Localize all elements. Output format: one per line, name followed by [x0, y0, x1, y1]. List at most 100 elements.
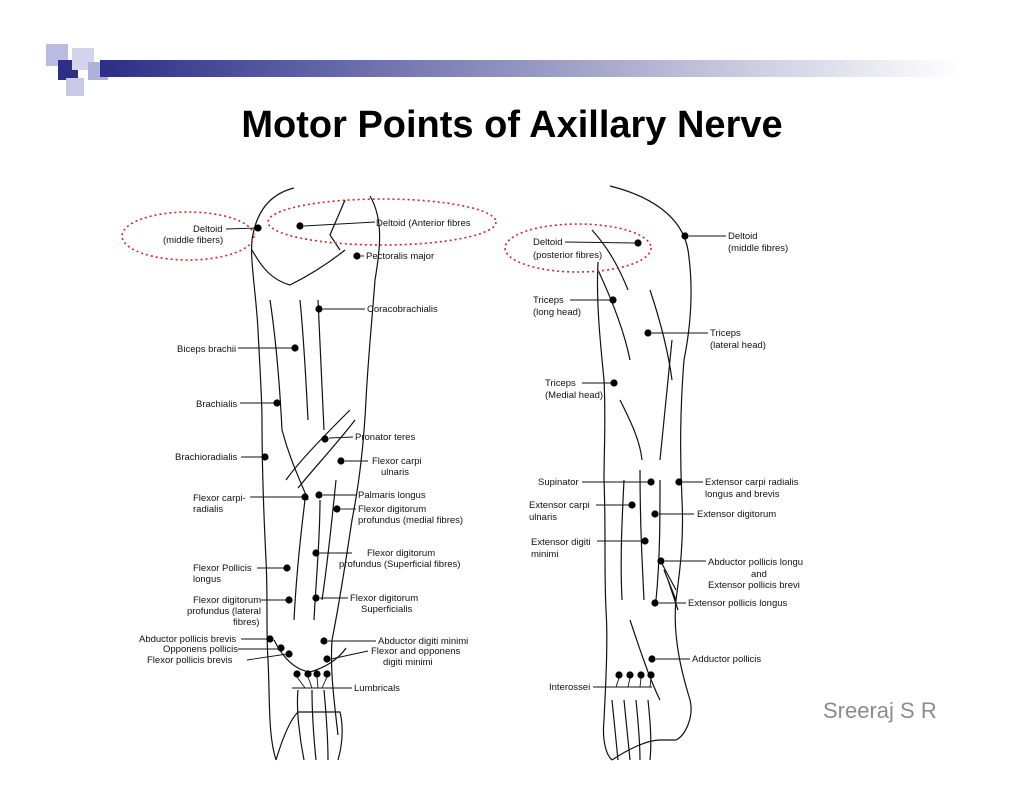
label-deltoid-middle-2: (middle fibers): [163, 235, 223, 246]
label-fodm-1: Flexor and opponens: [371, 646, 461, 657]
motor-point: [293, 670, 301, 678]
label-fds-1: Flexor digitorum: [350, 593, 418, 604]
front-pronator: Pronator teres: [321, 432, 415, 443]
label-ecu-2: ulnaris: [529, 512, 557, 523]
label-fpb: Flexor pollicis brevis: [147, 655, 233, 666]
front-fdp-lateral: Flexor digitorum profundus (lateral fibr…: [187, 595, 293, 628]
label-apl-1: Abductor pollicis longu: [708, 557, 803, 568]
label-apl-3: Extensor pollicis brevi: [708, 580, 800, 591]
label-fcr-2: radialis: [193, 504, 223, 515]
motor-point: [304, 670, 312, 678]
back-arm-outline: [591, 185, 692, 761]
motor-point: [353, 252, 361, 260]
label-fdp-lateral-3: fibres): [233, 617, 259, 628]
front-pectoralis: Pectoralis major: [353, 251, 434, 262]
motor-point: [657, 557, 665, 565]
motor-point: [315, 491, 323, 499]
label-triceps-medial-1: Triceps: [545, 378, 576, 389]
front-hypothenar: Abductor digiti minimi Flexor and oppone…: [320, 636, 468, 668]
label-op: Opponens pollicis: [163, 644, 238, 655]
label-fdp-lateral-2: profundus (lateral: [187, 606, 261, 617]
label-back-deltoid-middle-1: Deltoid: [728, 231, 758, 242]
label-triceps-lateral-2: (lateral head): [710, 340, 766, 351]
label-fdp-medial-2: profundus (medial fibres): [358, 515, 463, 526]
motor-point: [296, 222, 304, 230]
motor-point: [648, 655, 656, 663]
label-edm-2: minimi: [531, 549, 558, 560]
motor-point: [615, 671, 623, 679]
front-deltoid-anterior: Deltoid (Anterior fibres: [296, 218, 471, 230]
motor-point: [647, 671, 655, 679]
label-ecu-1: Extensor carpi: [529, 500, 590, 511]
label-pectoralis: Pectoralis major: [366, 251, 434, 262]
front-fdp-superficial: Flexor digitorum profundus (Superficial …: [312, 548, 460, 570]
motor-point: [610, 379, 618, 387]
back-triceps-long: Triceps (long head): [533, 295, 617, 318]
back-triceps-lateral: Triceps (lateral head): [644, 328, 766, 351]
header-decoration: [46, 44, 960, 96]
label-deltoid-anterior: Deltoid (Anterior fibres: [376, 218, 471, 229]
front-biceps: Biceps brachii: [177, 344, 299, 355]
label-pronator: Pronator teres: [355, 432, 415, 443]
motor-point: [277, 644, 285, 652]
label-apb: Abductor pollicis brevis: [139, 634, 236, 645]
motor-point: [644, 329, 652, 337]
label-fcu-2: ulnaris: [381, 467, 409, 478]
motor-point: [254, 224, 262, 232]
motor-point: [637, 671, 645, 679]
back-interossei: Interossei: [549, 671, 655, 693]
motor-point: [651, 510, 659, 518]
motor-point: [641, 537, 649, 545]
front-fcr: Flexor carpi- radialis: [193, 493, 309, 515]
back-deltoid-posterior: Deltoid (posterior fibres): [533, 237, 642, 261]
label-fpl-1: Flexor Pollicis: [193, 563, 252, 574]
label-fcu-1: Flexor carpi: [372, 456, 422, 467]
label-palmaris: Palmaris longus: [358, 490, 426, 501]
back-ecrl: Extensor carpi radialis longus and brevi…: [675, 477, 799, 500]
label-fdp-superficial-1: Flexor digitorum: [367, 548, 435, 559]
back-adductor: Adductor pollicis: [648, 654, 761, 665]
label-adm: Abductor digiti minimi: [378, 636, 468, 647]
front-deltoid-middle: Deltoid (middle fibers): [163, 224, 262, 246]
title-bar: [100, 60, 960, 77]
back-apl: Abductor pollicis longu and Extensor pol…: [657, 557, 803, 591]
motor-point: [320, 637, 328, 645]
front-arm-outline: [251, 187, 381, 761]
square-light-c: [66, 78, 84, 96]
motor-point: [261, 453, 269, 461]
back-edm: Extensor digiti minimi: [531, 537, 649, 560]
motor-point: [323, 655, 331, 663]
motor-point: [273, 399, 281, 407]
motor-point: [321, 435, 329, 443]
motor-point: [266, 635, 274, 643]
label-coracobrachialis: Coracobrachialis: [367, 304, 438, 315]
label-supinator: Supinator: [538, 477, 579, 488]
back-epl: Extensor pollicis longus: [651, 598, 788, 609]
label-fpl-2: longus: [193, 574, 221, 585]
motor-point: [313, 670, 321, 678]
label-deltoid-posterior-1: Deltoid: [533, 237, 563, 248]
front-brachioradialis: Brachioradialis: [175, 452, 269, 463]
slide-title: Motor Points of Axillary Nerve: [241, 104, 783, 146]
motor-point: [283, 564, 291, 572]
motor-point: [647, 478, 655, 486]
label-lumbricals: Lumbricals: [354, 683, 400, 694]
label-deltoid-posterior-2: (posterior fibres): [533, 250, 602, 261]
oval-front-deltoid-anterior: [267, 198, 497, 246]
label-fodm-2: digiti minimi: [383, 657, 433, 668]
motor-point: [675, 478, 683, 486]
oval-back-deltoid-posterior: [504, 223, 652, 273]
back-ecu: Extensor carpi ulnaris: [529, 500, 636, 523]
front-fds: Flexor digitorum Superficialis: [312, 593, 418, 615]
label-deltoid-middle-1: Deltoid: [193, 224, 223, 235]
label-ecrl-2: longus and brevis: [705, 489, 780, 500]
motor-point: [312, 594, 320, 602]
label-fdp-lateral-1: Flexor digitorum: [193, 595, 261, 606]
label-biceps: Biceps brachii: [177, 344, 236, 355]
front-fdp-medial: Flexor digitorum profundus (medial fibre…: [333, 504, 463, 526]
motor-point: [291, 344, 299, 352]
front-thenar: Abductor pollicis brevis Opponens pollic…: [139, 634, 293, 666]
label-fdp-medial-1: Flexor digitorum: [358, 504, 426, 515]
